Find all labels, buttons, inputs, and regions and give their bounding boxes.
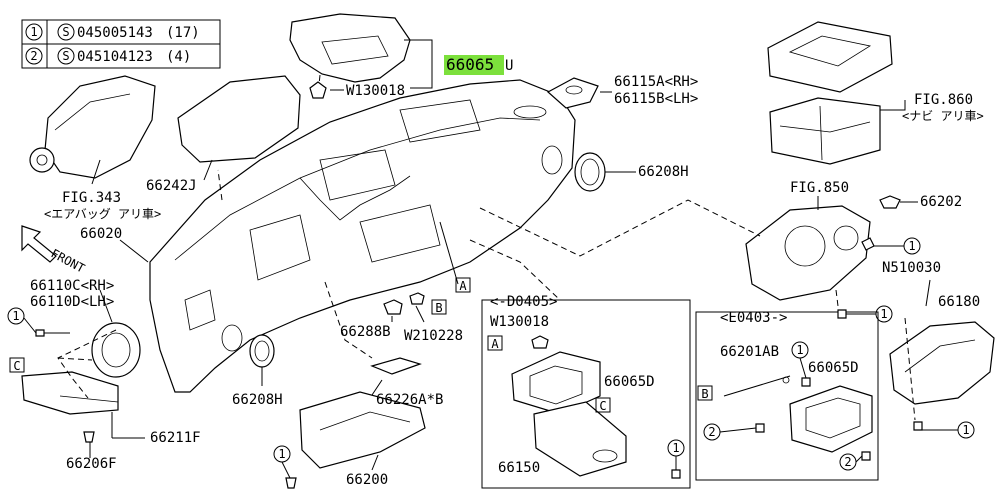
label-w130018-top: W130018	[346, 83, 405, 99]
bracket-66200-drawing	[299, 391, 426, 469]
clip-66202-drawing	[879, 195, 901, 209]
label-fig860: FIG.860	[914, 92, 973, 108]
lid-66242j-drawing	[177, 75, 301, 163]
navi-unit-drawing	[767, 21, 893, 165]
label-66242j: 66242J	[146, 178, 197, 194]
ref-c-inset: C	[599, 399, 606, 413]
highlight-box	[444, 55, 504, 75]
label-66180: 66180	[938, 294, 980, 310]
label-fig343: FIG.343	[62, 190, 121, 206]
vent-ring-bottom-drawing	[249, 334, 275, 368]
assembly-dashed-lines	[57, 169, 916, 421]
cluster-hood-drawing	[289, 13, 411, 99]
legend-prefix-1: S	[62, 25, 69, 39]
callout-leaders	[23, 245, 958, 479]
highlight-part-suffix: U	[505, 58, 513, 74]
label-66115a: 66115A<RH>	[614, 74, 698, 90]
label-66226: 66226A*B	[376, 392, 443, 408]
label-66150: 66150	[498, 460, 540, 476]
center-vent-left-drawing	[511, 335, 627, 477]
label-n510030: N510030	[882, 260, 941, 276]
label-group-right-title: <E0403->	[720, 310, 787, 326]
label-66211f: 66211F	[150, 430, 201, 446]
label-66020: 66020	[80, 226, 122, 242]
callout-2: 2	[708, 425, 715, 439]
group-box-right	[695, 311, 879, 481]
cover-66180-drawing	[889, 321, 995, 405]
front-arrow	[21, 225, 57, 263]
ref-a-main: A	[459, 279, 467, 293]
switch-66115-drawing	[546, 77, 599, 109]
center-vent-right-drawing	[723, 375, 873, 453]
highlight-part[interactable]: 66065 U	[444, 55, 513, 75]
label-w130018-inset: W130018	[490, 314, 549, 330]
label-66200: 66200	[346, 472, 388, 488]
label-fig860-note: <ナビ アリ車>	[902, 109, 984, 123]
callout-1: 1	[672, 441, 679, 455]
legend-number-1: 045005143	[77, 25, 153, 41]
legend-prefix-2: S	[62, 49, 69, 63]
legend-number-2: 045104123	[77, 49, 153, 65]
callout-1: 1	[908, 239, 915, 253]
label-66201ab: 66201AB	[720, 344, 779, 360]
label-fig850: FIG.850	[790, 180, 849, 196]
legend-ref-1: 1	[30, 25, 37, 39]
callout-1: 1	[962, 423, 969, 437]
label-66110c: 66110C<RH>	[30, 278, 114, 294]
label-66110d: 66110D<LH>	[30, 294, 114, 310]
airbag-module-drawing	[29, 75, 156, 179]
side-vent-drawing	[91, 322, 141, 378]
pad-66226-drawing	[370, 357, 422, 375]
ref-b-inset: B	[701, 387, 708, 401]
callout-1: 1	[278, 447, 285, 461]
callout-1: 1	[796, 343, 803, 357]
tray-66211f-drawing	[21, 371, 119, 415]
instrument-panel-drawing	[149, 79, 576, 393]
label-66202: 66202	[920, 194, 962, 210]
leader-lines	[40, 39, 931, 471]
group-box-left	[481, 299, 691, 489]
vent-ring-top-drawing	[574, 152, 606, 192]
callout-2: 2	[844, 455, 851, 469]
label-w210228: W210228	[404, 328, 463, 344]
legend-table: 1 S 045005143 (17) 2 S 045104123 (4)	[21, 19, 221, 69]
ref-a-inset: A	[491, 337, 499, 351]
label-66288b: 66288B	[340, 324, 391, 340]
label-66208h-bottom: 66208H	[232, 392, 283, 408]
label-fig343-note: <エアバッグ アリ車>	[44, 207, 161, 221]
label-front: FRONT	[49, 246, 87, 275]
callout-1: 1	[12, 309, 19, 323]
highlight-part-number[interactable]: 66065	[446, 55, 494, 74]
label-66208h-top: 66208H	[638, 164, 689, 180]
legend-qty-1: (17)	[166, 25, 200, 41]
callout-circles: 1 1 1 1 1 1 1 2 2	[7, 237, 975, 471]
clip-66288b-drawing	[383, 292, 425, 315]
legend-qty-2: (4)	[166, 49, 191, 65]
label-66065d-left: 66065D	[604, 374, 655, 390]
ref-c-left: C	[13, 359, 20, 373]
callout-1: 1	[880, 307, 887, 321]
legend-ref-2: 2	[30, 49, 37, 63]
label-66206f: 66206F	[66, 456, 117, 472]
meter-cluster-drawing	[745, 205, 871, 301]
label-66065d-right: 66065D	[808, 360, 859, 376]
label-66115b: 66115B<LH>	[614, 91, 698, 107]
label-group-left-title: <-D0405>	[490, 294, 557, 310]
ref-b-main: B	[435, 301, 442, 315]
